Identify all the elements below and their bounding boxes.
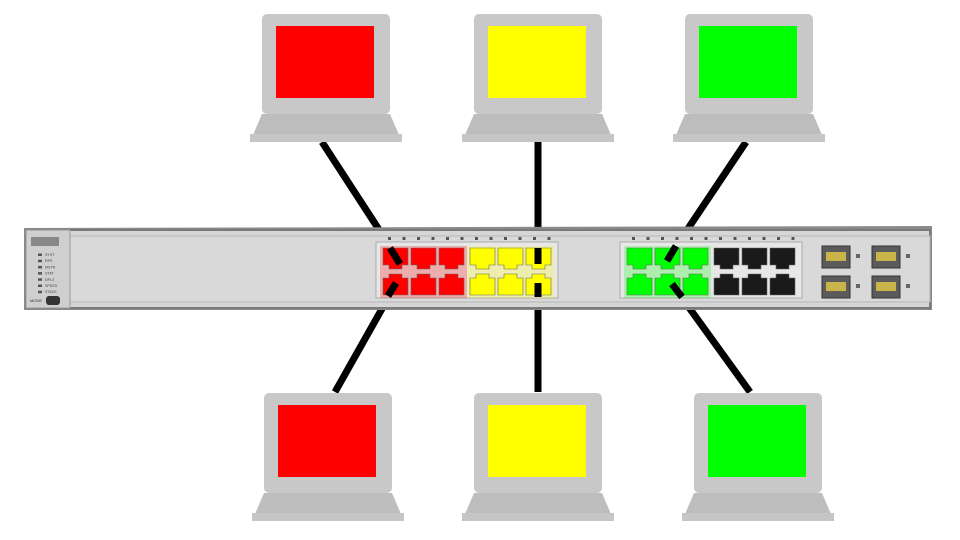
ethernet-port — [469, 247, 496, 270]
port-led — [719, 237, 722, 240]
port-led — [402, 237, 406, 240]
status-led — [38, 278, 42, 281]
laptop-screen — [278, 405, 376, 477]
ethernet-port — [713, 273, 740, 296]
status-label-rps: RPS — [45, 259, 53, 263]
laptop-bottom-yellow — [462, 393, 614, 521]
ethernet-port — [713, 247, 740, 270]
laptop-top-red — [250, 14, 402, 142]
status-display — [31, 237, 59, 246]
port-led — [417, 237, 420, 240]
ethernet-port — [741, 247, 768, 270]
cable-connector — [663, 244, 680, 263]
laptop-base-edge — [462, 134, 614, 142]
mode-button — [46, 296, 60, 305]
ethernet-port — [438, 273, 465, 296]
laptop-base-edge — [250, 134, 402, 142]
status-led — [38, 265, 42, 269]
sfp-led — [906, 284, 910, 288]
port-led — [475, 237, 478, 240]
cables-front — [385, 244, 685, 300]
ethernet-port — [469, 273, 496, 296]
port-led — [704, 237, 708, 240]
status-led — [38, 272, 42, 275]
laptop-screen — [276, 26, 374, 98]
ethernet-port — [626, 247, 653, 270]
laptop-bottom-red — [252, 393, 404, 521]
laptops — [250, 14, 834, 521]
laptop-top-green — [673, 14, 825, 142]
sfp-led — [856, 284, 860, 288]
port-led — [661, 237, 664, 240]
port-led — [446, 237, 449, 240]
status-led — [38, 290, 42, 294]
sfp-contact — [826, 282, 846, 291]
ethernet-port — [769, 247, 796, 270]
ethernet-port — [769, 273, 796, 296]
port-led — [791, 237, 795, 240]
sfp-contact — [876, 252, 896, 261]
port-led — [489, 237, 493, 240]
status-label-stat: STAT — [45, 272, 54, 276]
port-led — [690, 237, 693, 240]
laptop-screen — [488, 405, 586, 477]
status-led — [38, 259, 42, 263]
port-led — [518, 237, 522, 240]
port-led — [431, 237, 435, 240]
ethernet-port — [682, 273, 709, 296]
laptop-screen — [708, 405, 806, 477]
laptop-bottom-green — [682, 393, 834, 521]
cable-connector — [669, 281, 685, 300]
sfp-led — [856, 254, 860, 258]
port-led — [646, 237, 650, 240]
port-led — [748, 237, 751, 240]
status-led — [38, 284, 42, 287]
status-led — [38, 253, 42, 256]
status-label-stack: STACK — [45, 290, 57, 294]
port-led — [762, 237, 766, 240]
sfp-contact — [876, 282, 896, 291]
mode-label: MODE — [30, 298, 42, 303]
ethernet-port — [626, 273, 653, 296]
laptop-base-edge — [252, 513, 404, 521]
cable-connector — [385, 281, 399, 298]
port-led — [632, 237, 635, 240]
laptop-base-edge — [673, 134, 825, 142]
ethernet-port — [682, 247, 709, 270]
laptop-screen — [488, 26, 586, 98]
status-label-syst: SYST — [45, 253, 55, 257]
port-led — [388, 237, 391, 240]
port-led — [533, 237, 536, 240]
port-led — [460, 237, 464, 240]
laptop-top-yellow — [462, 14, 614, 142]
laptop-base-edge — [682, 513, 834, 521]
port-led — [777, 237, 780, 240]
sfp-contact — [826, 252, 846, 261]
cable-connector — [387, 246, 403, 266]
ethernet-port — [410, 273, 437, 296]
ethernet-port — [438, 247, 465, 270]
port-led — [504, 237, 507, 240]
laptop-screen — [699, 26, 797, 98]
laptop-base-edge — [462, 513, 614, 521]
ethernet-port — [497, 247, 524, 270]
status-label-dplx: DPLX — [45, 278, 55, 282]
ethernet-port — [497, 273, 524, 296]
sfp-led — [906, 254, 910, 258]
status-label-mstr: MSTR — [45, 265, 56, 269]
port-led — [733, 237, 737, 240]
port-led — [675, 237, 679, 240]
ethernet-port — [410, 247, 437, 270]
status-label-speed: SPEED — [45, 284, 58, 288]
ethernet-port — [741, 273, 768, 296]
port-led — [547, 237, 551, 240]
